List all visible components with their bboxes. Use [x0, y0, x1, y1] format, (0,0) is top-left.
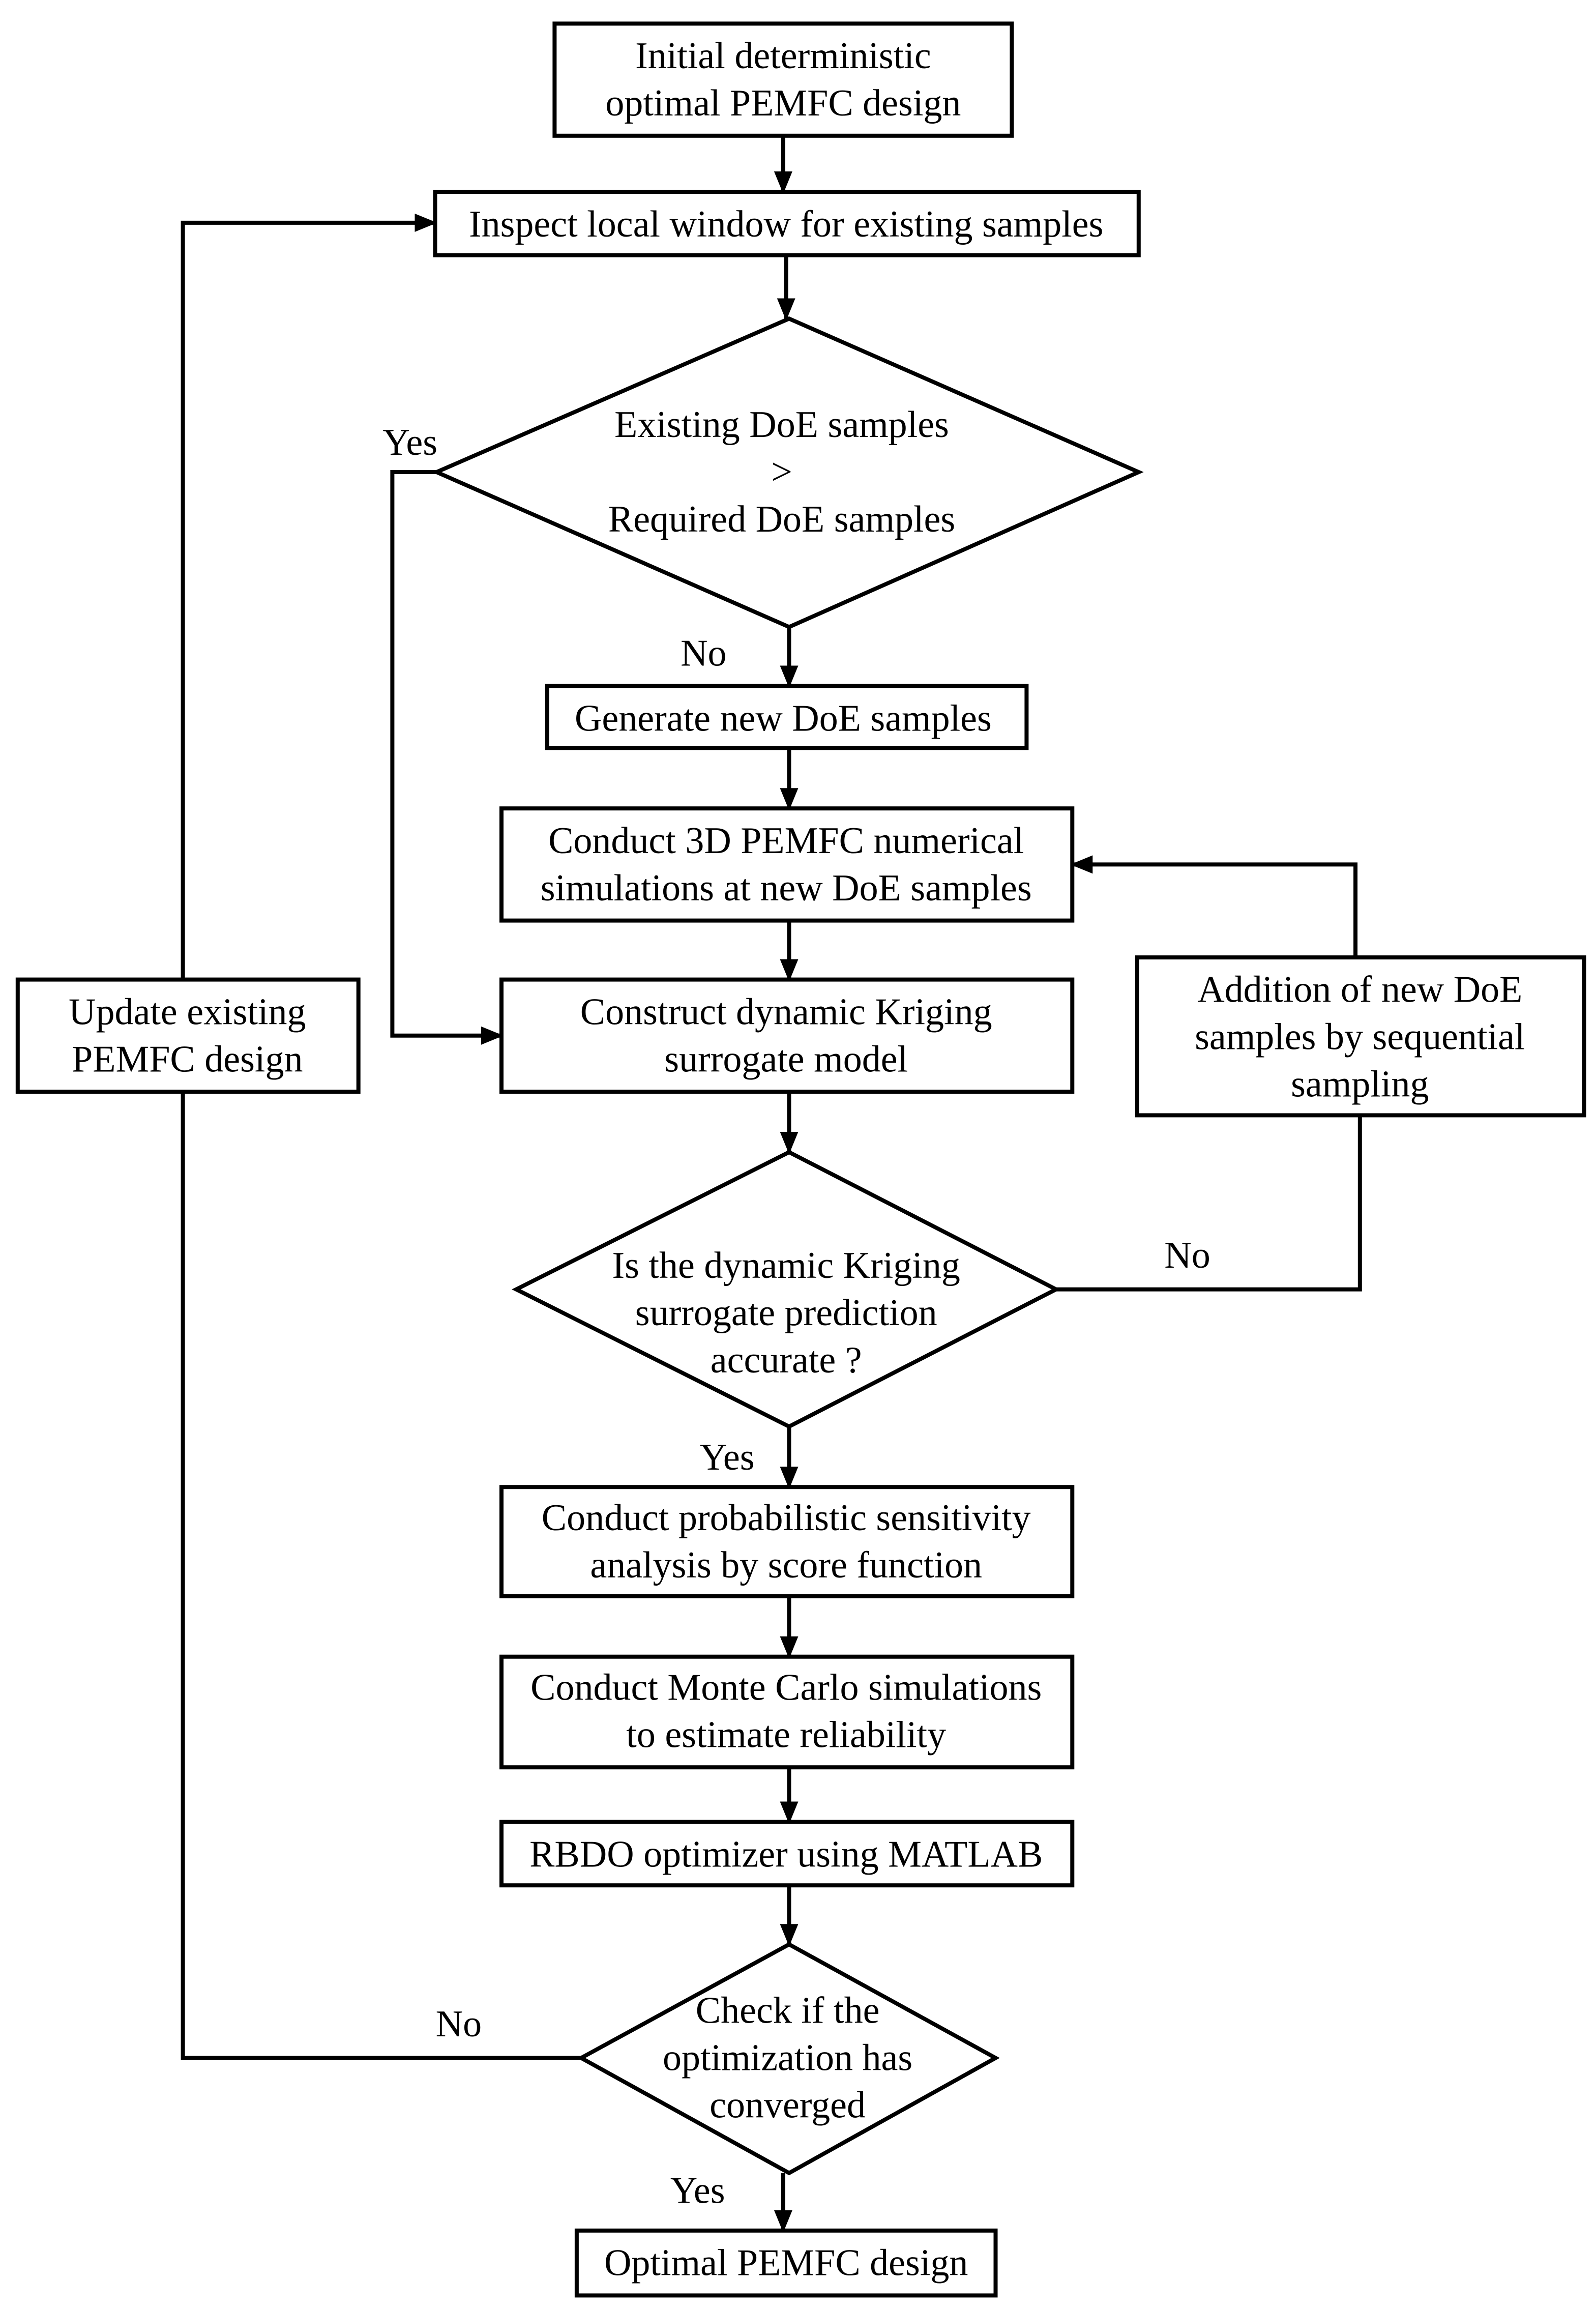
node-simulate-label: Conduct 3D PEMFC numerical simulations at… [541, 820, 1032, 909]
labels: Initial deterministic optimal PEMFC desig… [69, 35, 1525, 2284]
node-addition-label: Addition of new DoE samples by sequential… [1195, 969, 1525, 1105]
node-compare-label: Existing DoE samples > Required DoE sample… [608, 404, 955, 540]
node-compare-line-2: Required DoE samples [608, 499, 955, 540]
node-optimal-label: Optimal PEMFC design [604, 2242, 968, 2284]
node-inspect-line-0: Inspect local window for existing sample… [469, 203, 1103, 245]
node-compare-line-1: > [771, 451, 792, 493]
edge-label-converged-no: No [436, 2003, 482, 2045]
node-kriging-label: Construct dynamic Kriging surrogate model [580, 991, 992, 1080]
node-generate-box [545, 684, 1029, 750]
node-rbdo-box [499, 1820, 1075, 1888]
edge-compare-kriging [390, 470, 504, 1045]
node-addition-box [1135, 955, 1586, 1118]
node-start-label: Initial deterministic optimal PEMFC desig… [605, 35, 961, 124]
node-compare-diamond [431, 316, 1144, 629]
node-update-line-1: PEMFC design [72, 1038, 303, 1080]
node-montecarlo-line-0: Conduct Monte Carlo simulations [530, 1667, 1042, 1709]
node-converged-label: Check if the optimization has converged [663, 1990, 912, 2126]
node-simulate-box [499, 806, 1075, 923]
node-kriging-line-1: surrogate model [664, 1038, 908, 1080]
node-simulate-line-1: simulations at new DoE samples [541, 867, 1032, 909]
node-converged-line-1: optimization has [663, 2037, 912, 2079]
edge-converged-update [181, 1092, 581, 2060]
edge-label-accurate-no: No [1164, 1235, 1210, 1276]
node-optimal-box [574, 2228, 998, 2298]
edge-label-compare-yes: Yes [382, 422, 437, 463]
edge-label-accurate-yes: Yes [700, 1437, 755, 1478]
node-sensitivity-line-1: analysis by score function [590, 1544, 982, 1586]
node-addition-line-2: sampling [1291, 1064, 1429, 1105]
shapes [15, 21, 1586, 2298]
edge-update-inspect [181, 213, 437, 980]
edges [181, 135, 1362, 2233]
node-sensitivity-label: Conduct probabilistic sensitivity analysi… [542, 1497, 1031, 1586]
node-accurate-line-1: surrogate prediction [635, 1292, 937, 1334]
node-addition-line-0: Addition of new DoE [1197, 969, 1522, 1011]
node-rbdo-label: RBDO optimizer using MATLAB [529, 1833, 1043, 1875]
edge-label-converged-yes: Yes [670, 2170, 725, 2212]
node-kriging-line-0: Construct dynamic Kriging [580, 991, 992, 1033]
node-accurate-label: Is the dynamic Kriging surrogate predicti… [612, 1245, 960, 1381]
node-sensitivity-box [499, 1485, 1075, 1598]
node-start-line-1: optimal PEMFC design [605, 82, 961, 124]
edge-accurate-addition [1056, 1115, 1362, 1292]
node-converged-line-2: converged [710, 2085, 866, 2126]
node-generate-label: Generate new DoE samples [575, 697, 992, 739]
node-kriging-box [499, 977, 1075, 1094]
node-update-box [15, 977, 361, 1094]
node-update-line-0: Update existing [69, 991, 306, 1033]
node-montecarlo-line-1: to estimate reliability [626, 1714, 946, 1756]
node-compare-line-0: Existing DoE samples [614, 404, 949, 446]
node-optimal-line-0: Optimal PEMFC design [604, 2242, 968, 2284]
node-simulate-line-0: Conduct 3D PEMFC numerical [548, 820, 1024, 862]
node-rbdo-line-0: RBDO optimizer using MATLAB [529, 1833, 1043, 1875]
node-addition-line-1: samples by sequential [1195, 1016, 1525, 1058]
node-generate-line-0: Generate new DoE samples [575, 697, 992, 739]
node-accurate-diamond [512, 1150, 1061, 1429]
node-inspect-box [433, 190, 1141, 257]
node-sensitivity-line-0: Conduct probabilistic sensitivity [542, 1497, 1031, 1539]
node-inspect-label: Inspect local window for existing sample… [469, 203, 1103, 245]
node-converged-line-0: Check if the [696, 1990, 880, 2032]
node-converged-diamond [577, 1942, 1000, 2176]
node-montecarlo-box [499, 1654, 1075, 1770]
node-accurate-line-2: accurate ? [711, 1339, 862, 1381]
node-accurate-line-0: Is the dynamic Kriging [612, 1245, 960, 1287]
edge-label-compare-no: No [681, 633, 726, 675]
node-montecarlo-label: Conduct Monte Carlo simulations to estima… [530, 1667, 1042, 1756]
node-start-box [552, 21, 1014, 138]
edge-addition-simulate [1070, 855, 1358, 958]
node-start-line-0: Initial deterministic [635, 35, 931, 77]
